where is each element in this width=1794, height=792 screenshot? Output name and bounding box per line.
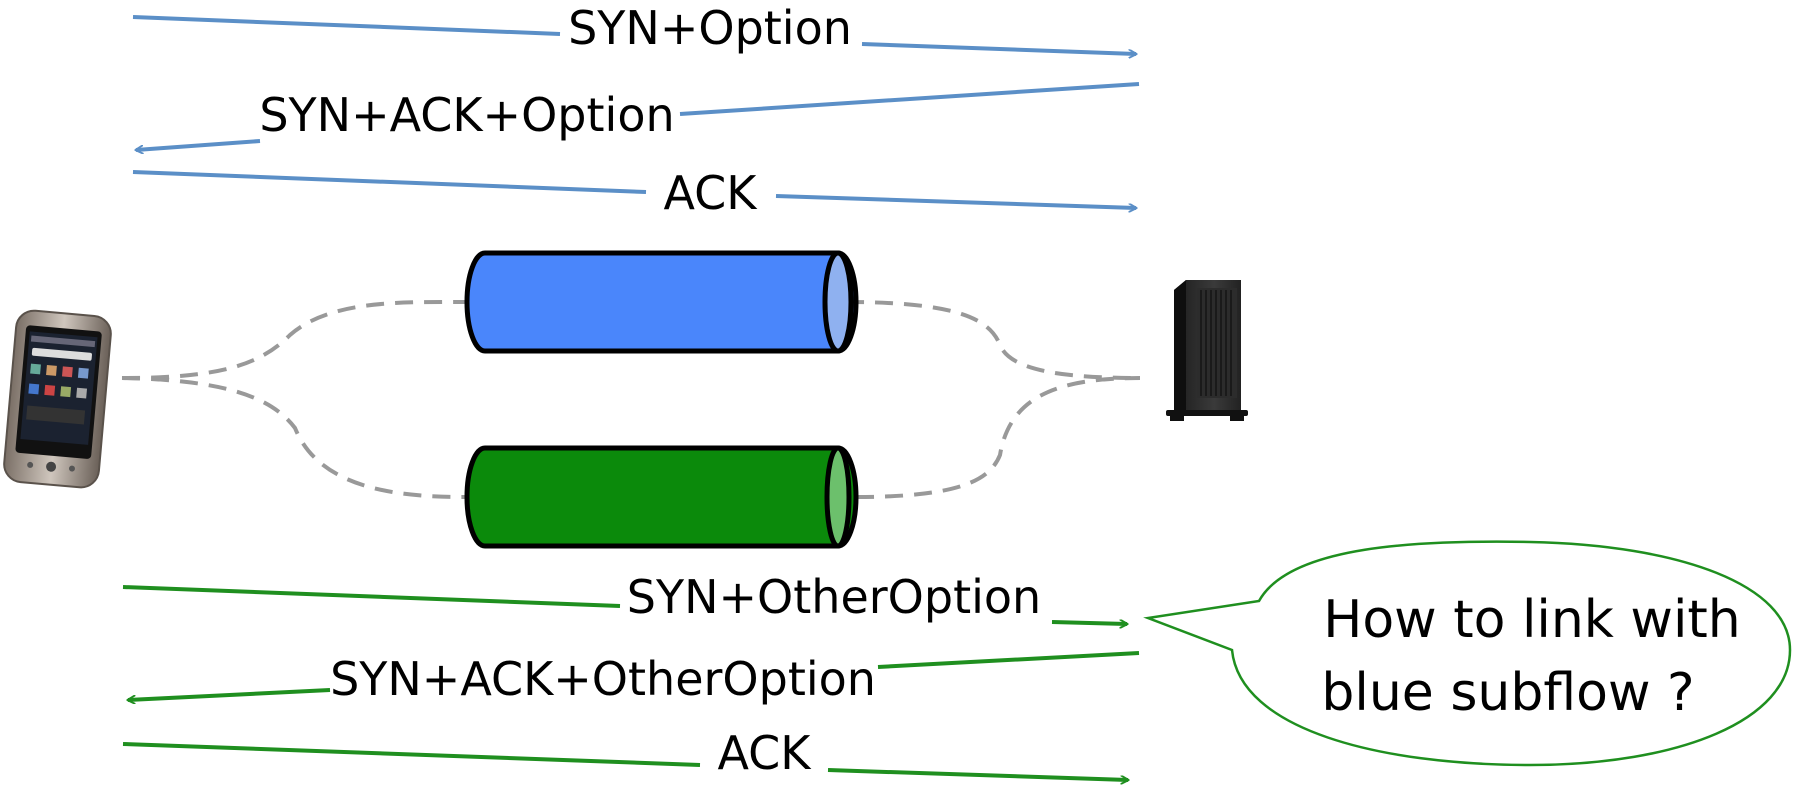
- blue-ack-label: ACK: [664, 166, 759, 220]
- network-paths: [121, 299, 1141, 499]
- green-ack-arrow: ACK: [122, 726, 1128, 780]
- client-upper-path: [121, 299, 467, 380]
- smartphone-icon: [3, 309, 112, 489]
- server-upper-path: [845, 300, 1141, 380]
- callout-line-1: How to link with: [1323, 590, 1741, 650]
- blue-subflow-pipe: [464, 250, 859, 354]
- green-synack-label: SYN+ACK+OtherOption: [330, 652, 876, 706]
- blue-synack-label: SYN+ACK+Option: [259, 88, 674, 142]
- green-handshake: SYN+OtherOption SYN+ACK+OtherOption ACK: [122, 570, 1140, 780]
- green-ack-label: ACK: [718, 726, 813, 780]
- server-tower-icon: [1166, 280, 1248, 421]
- callout-bubble: How to link with blue subflow ?: [1143, 540, 1792, 767]
- green-synack-arrow: SYN+ACK+OtherOption: [128, 651, 1140, 706]
- blue-syn-arrow: SYN+Option: [132, 1, 1136, 55]
- blue-handshake: SYN+Option SYN+ACK+Option ACK: [132, 1, 1140, 220]
- callout-line-2: blue subflow ?: [1321, 663, 1694, 723]
- blue-syn-label: SYN+Option: [568, 1, 852, 55]
- server-lower-path: [855, 376, 1141, 499]
- green-syn-arrow: SYN+OtherOption: [122, 570, 1127, 624]
- blue-synack-arrow: SYN+ACK+Option: [136, 82, 1140, 150]
- client-lower-path: [121, 376, 467, 499]
- green-syn-label: SYN+OtherOption: [627, 570, 1041, 624]
- blue-ack-arrow: ACK: [132, 166, 1136, 220]
- green-subflow-pipe: [464, 445, 859, 549]
